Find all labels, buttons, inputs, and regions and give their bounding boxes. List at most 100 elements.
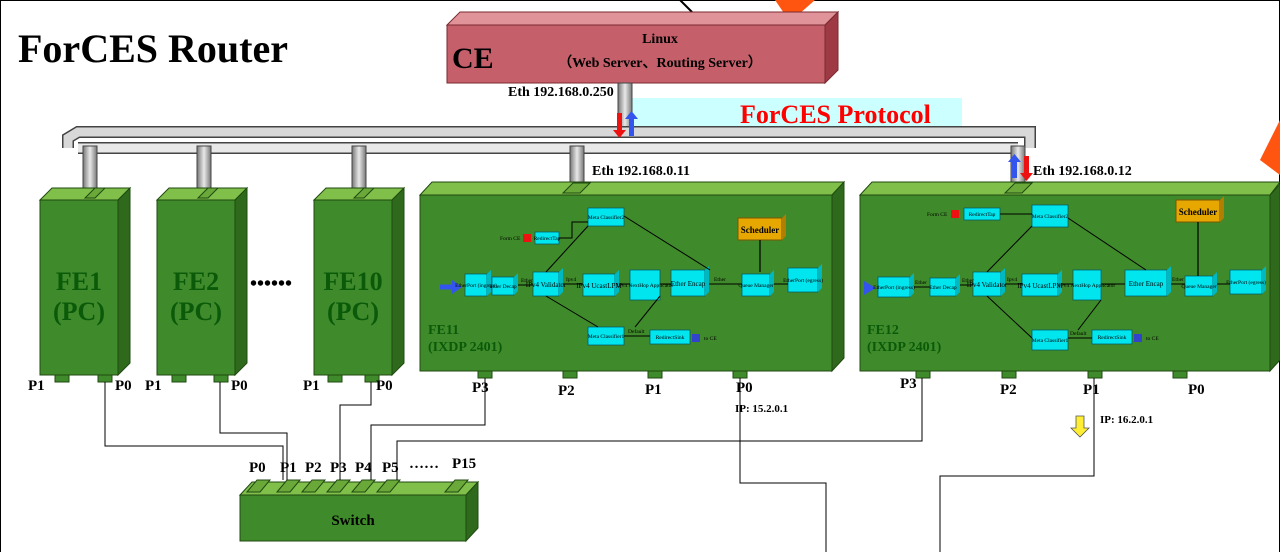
fe12-ce-in-icon xyxy=(951,210,959,218)
fe12-p3: P3 xyxy=(900,376,917,392)
fe11-edge-ether-1: Ether xyxy=(521,278,533,284)
fe10-name: FE10 xyxy=(323,267,382,296)
fe12-lfb-ether-decap: Ether Decap xyxy=(929,285,957,291)
page-title: ForCES Router xyxy=(18,26,288,71)
fe1-name: FE1 xyxy=(56,267,102,296)
switch-label: Switch xyxy=(331,513,375,529)
caption-stroke xyxy=(679,0,693,13)
fe12-lfb-nexthop: IPv4 NextHop Applicator xyxy=(1059,283,1116,289)
fe10-p0: P0 xyxy=(376,378,393,394)
fe11-scheduler: Scheduler xyxy=(741,225,780,235)
switch-box xyxy=(238,479,480,543)
fe12-edge-ether-1: Ether xyxy=(915,280,927,286)
fe2-p1: P1 xyxy=(145,378,162,394)
pc-box-fe1 xyxy=(38,186,132,383)
pc-ellipsis: •••••• xyxy=(250,273,292,295)
fe12-lfb-ether-encap: Ether Encap xyxy=(1129,280,1164,288)
fe11-p0: P0 xyxy=(736,380,753,396)
fe1-sub: (PC) xyxy=(53,297,105,326)
fe1-p1: P1 xyxy=(28,378,45,394)
fe12-form-ce: Form CE xyxy=(927,212,948,218)
fe11-lfb-ucastlpm: IPv4 UcastLPM xyxy=(576,282,622,290)
fe11-lfb-ipv4-validator: IPv4 Validator xyxy=(526,281,567,289)
fe12-lfb-redirect-tap: RedirectTap xyxy=(969,212,996,218)
message-arrows-icon xyxy=(613,111,1033,181)
fe11-eth: Eth 192.168.0.11 xyxy=(592,164,690,179)
fe12-p2: P2 xyxy=(1000,382,1017,398)
fe12-lfb-redirect-sink: RedirectSink xyxy=(1098,335,1127,341)
fe10-sub: (PC) xyxy=(327,297,379,326)
fe11-edge-ipv4-1: Ipv4 xyxy=(566,277,576,283)
fe11-lfb-redirect-tap: RedirectTap xyxy=(534,236,561,242)
protocol-label: ForCES Protocol xyxy=(740,100,931,129)
ce-os: Linux xyxy=(642,32,678,47)
fe12-edge-ether-2: Ether xyxy=(962,278,974,284)
fe12-ip: IP: 16.2.0.1 xyxy=(1100,414,1153,426)
fe11-p2: P2 xyxy=(558,383,575,399)
fe12-scheduler: Scheduler xyxy=(1179,207,1218,217)
fe12-edge-ipv4-1: Ipv4 xyxy=(1007,277,1017,283)
fe12-lfb-etherport-in: EtherPort (ingress) xyxy=(873,284,915,291)
fe11-name: FE11 xyxy=(428,323,459,338)
fe12-ce-out-icon xyxy=(1134,334,1142,342)
switch-port-p3: P3 xyxy=(330,460,347,476)
protocol-banner xyxy=(632,98,962,128)
down-arrow-icon xyxy=(1070,415,1090,438)
fe11-ip: IP: 15.2.0.1 xyxy=(735,403,788,415)
fe11-to-ce: to CE xyxy=(704,336,717,342)
fe12-lfb-queue-manager: Queue Manager xyxy=(1181,284,1216,290)
fe1-p0: P0 xyxy=(115,378,132,394)
fe12-name: FE12 xyxy=(867,323,899,338)
fe11-lfb-queue-manager: Queue Manager xyxy=(738,283,773,289)
ce-box: CE Linux （Web Server、Routing Server） xyxy=(445,10,840,85)
fe11-lfb-redirect-sink: RedirectSink xyxy=(656,335,685,341)
fe12-edge-default: Default xyxy=(1070,330,1087,337)
fe11-ce-out-icon xyxy=(692,334,700,342)
pc-box-fe10 xyxy=(312,186,406,383)
switch-port-p0: P0 xyxy=(249,460,266,476)
ce-label: CE xyxy=(452,42,494,75)
fe12-lfb-meta2: Meta Classifier2 xyxy=(1032,213,1069,220)
fe12-lfb-etherport-out: EtherPort (egress) xyxy=(1226,279,1266,286)
lfb-graph-fe12: Scheduler EtherPort (ingress) Ether Deca… xyxy=(864,196,1266,351)
fe11-edge-default: Default xyxy=(628,328,645,335)
fe10-p1: P1 xyxy=(303,378,320,394)
fe2-sub: (PC) xyxy=(170,297,222,326)
cables xyxy=(104,378,1095,552)
switch-port-p1: P1 xyxy=(280,460,297,476)
fe11-edge-ether-2: Ether xyxy=(714,277,726,283)
fe11-p3: P3 xyxy=(472,380,489,396)
fe12-lfb-meta1: Meta Classifier1 xyxy=(1032,337,1069,344)
switch-port-p4: P4 xyxy=(355,460,372,476)
fe2-name: FE2 xyxy=(173,267,219,296)
switch-port-p15: P15 xyxy=(452,456,476,472)
fe11-lfb-ether-encap: Ether Encap xyxy=(671,280,706,288)
fe11-model: (IXDP 2401) xyxy=(428,340,503,355)
fe11-lfb-etherport-in: EtherPort (ingress) xyxy=(455,282,497,289)
fe2-p0: P0 xyxy=(231,378,248,394)
lfb-graph-fe11: Scheduler EtherPort (ingress) Ether Deca… xyxy=(440,207,823,346)
fe11-form-ce: Form CE xyxy=(500,236,521,242)
pointer-arrow-icon xyxy=(775,0,815,22)
pointer-arrow-icon-right xyxy=(1260,120,1280,175)
fe12-model: (IXDP 2401) xyxy=(867,340,942,355)
fe12-eth: Eth 192.168.0.12 xyxy=(1033,164,1132,179)
fe11-lfb-meta1: Meta Classifier1 xyxy=(588,333,625,340)
switch-port-p2: P2 xyxy=(305,460,322,476)
ce-eth: Eth 192.168.0.250 xyxy=(508,85,614,100)
fe11-lfb-nexthop: IPv4 NextHop Applicator xyxy=(617,283,674,289)
fe12-edge-ether-3: Ether xyxy=(1172,277,1184,283)
ce-servers: （Web Server、Routing Server） xyxy=(558,55,762,71)
fe12-lfb-ucastlpm: IPv4 UcastLPM xyxy=(1017,282,1063,290)
switch-port-ellipsis: …… xyxy=(409,456,439,472)
fe11-lfb-ether-decap: Ether Decap xyxy=(489,284,517,290)
fe12-p1: P1 xyxy=(1083,382,1100,398)
fe11-lfb-etherport-out: EtherPort (egress) xyxy=(783,277,823,284)
fe12-p0: P0 xyxy=(1188,382,1205,398)
fe12-to-ce: to CE xyxy=(1146,336,1159,342)
fe11-lfb-meta2: Meta Classifier2 xyxy=(588,214,625,221)
switch-port-p5: P5 xyxy=(382,460,399,476)
fe12-lfb-ipv4-validator: IPv4 Validator xyxy=(967,281,1008,289)
